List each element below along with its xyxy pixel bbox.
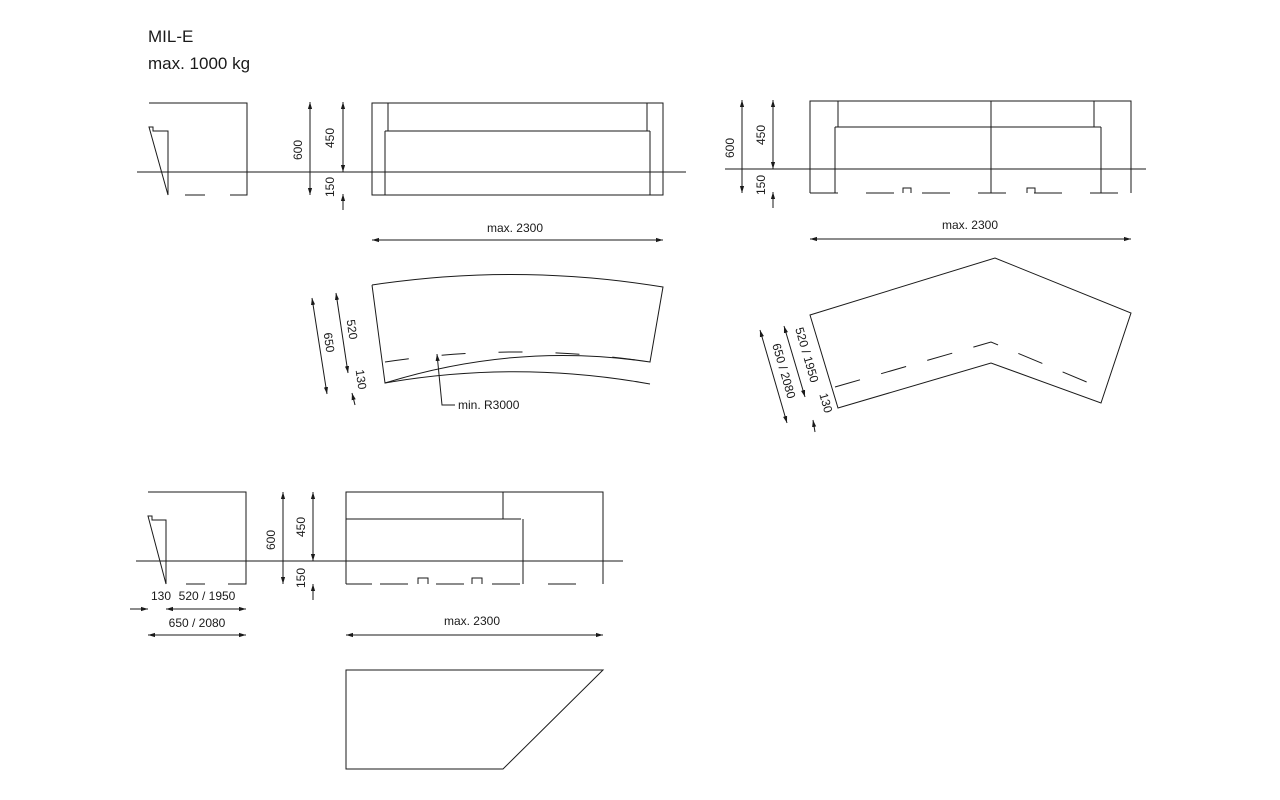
dim-min-radius: min. R3000 [458, 398, 520, 412]
dim-max-length-2: max. 2300 [942, 218, 998, 232]
height-dimensions-3: 600 450 150 [264, 492, 316, 600]
dimension-label: 150 [294, 568, 308, 588]
plan-end [345, 669, 605, 770]
dimension-label: 150 [754, 175, 768, 195]
dim-650-2080-b: 650 / 2080 [169, 616, 226, 630]
radius-leader [435, 353, 455, 406]
dimension-label: 600 [723, 138, 737, 158]
dim-600: 600 [291, 140, 305, 160]
max-load-label: max. 1000 kg [148, 54, 251, 73]
dimension-label: 130 [816, 391, 835, 414]
dim-650: 650 [321, 332, 338, 354]
dim-150: 150 [323, 177, 337, 197]
dim-520-1950-a: 520 / 1950 [792, 326, 821, 385]
plan-angled [809, 257, 1132, 409]
side-profile-straight [137, 102, 686, 196]
side-profile-end [136, 491, 623, 585]
dim-520: 520 [344, 319, 361, 341]
dim-max-length-1: max. 2300 [487, 221, 543, 235]
height-dimensions-1: 600 450 150 [291, 102, 346, 210]
front-elevation-straight [371, 102, 664, 196]
product-title: MIL-E [148, 27, 194, 46]
dim-130: 130 [353, 369, 370, 391]
dim-130-b: 130 [151, 589, 171, 603]
dim-650-2080-a: 650 / 2080 [769, 342, 798, 401]
dim-520-1950-b: 520 / 1950 [179, 589, 236, 603]
front-elevation-angled [725, 100, 1146, 194]
dimension-label: 600 [264, 530, 278, 550]
height-dimensions-2: 600 450 150 [723, 100, 776, 208]
plan-curved [371, 274, 664, 385]
dimension-label: 450 [294, 517, 308, 537]
dimension-label: 450 [754, 125, 768, 145]
front-elevation-end [345, 491, 604, 585]
dim-450: 450 [323, 128, 337, 148]
dim-max-length-3: max. 2300 [444, 614, 500, 628]
